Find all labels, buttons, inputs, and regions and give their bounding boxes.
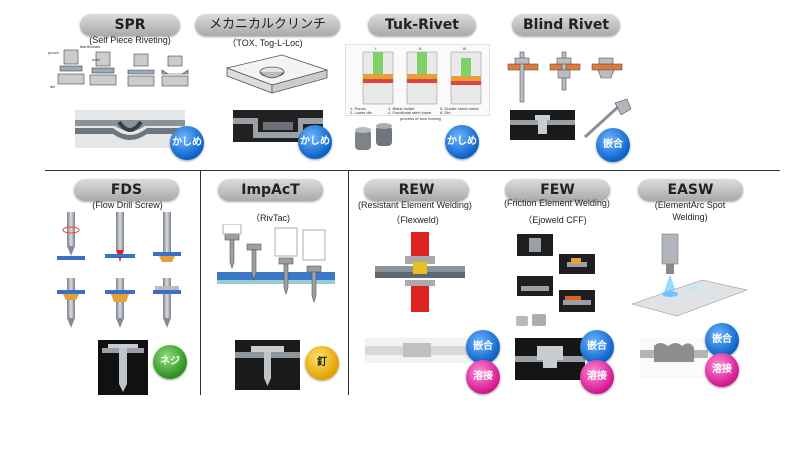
tuk-rivet-badge-kashime: かしめ [445, 125, 479, 159]
few-title: FEW [505, 179, 610, 201]
tuk-rivet-legend-3: 3. Blank holder [388, 106, 415, 111]
spr-label-punch: punch [48, 50, 59, 55]
spr-label-blankholder: blankholder [80, 44, 101, 49]
tuk-rivet-parts-photo [355, 123, 392, 150]
blind-rivet-cross-section-photo [510, 110, 575, 140]
spr-cross-section-photo [75, 110, 185, 148]
spr-subtitle: (Self Piece Riveting) [89, 35, 171, 45]
spr-process-figure [57, 49, 189, 87]
few-process-figure [517, 234, 595, 312]
impact-subtitle: （RivTac) [250, 213, 290, 223]
blind-rivet-badge-kangou: 嵌合 [596, 128, 630, 162]
tuk-rivet-legend-2: 2. Lower die [350, 110, 372, 115]
fds-cross-section-photo [98, 340, 148, 395]
easw-badge-kangou: 嵌合 [705, 323, 739, 357]
few-cross-section-photo [515, 338, 585, 380]
tuk-rivet-caption: process of tuck riveting [400, 116, 441, 121]
tuk-rivet-step-1: I. [375, 46, 378, 51]
divider-fds-impact [200, 170, 201, 395]
fds-process-figure [57, 212, 181, 328]
few-subtitle: (Friction Element Welding) [504, 198, 610, 208]
impact-process-figure [217, 224, 335, 303]
blind-rivet-title: Blind Rivet [512, 14, 620, 36]
few-subtitle-2: （Ejoweld CFF) [523, 215, 587, 225]
few-badge-kangou: 嵌合 [580, 330, 614, 364]
clinch-badge-kashime: かしめ [298, 125, 332, 159]
tuk-rivet-step-2: II. [419, 46, 423, 51]
easw-subtitle-2: Welding) [672, 212, 708, 222]
fds-title: FDS [74, 179, 179, 201]
row-divider [45, 170, 780, 171]
spr-title: SPR [80, 14, 180, 36]
fds-badge-neji: ネジ [153, 345, 187, 379]
tuk-rivet-step-3: III. [463, 46, 468, 51]
tuk-rivet-title: Tuk-Rivet [368, 14, 476, 36]
tuk-rivet-legend-6: 6. Die [440, 110, 451, 115]
tuk-rivet-legend-5: 5. Ductile sheet metal [440, 106, 479, 111]
tuk-rivet-legend-1: 1. Punch [350, 106, 366, 111]
clinch-3d-figure [225, 54, 329, 94]
easw-subtitle: (ElementArc Spot [654, 200, 726, 210]
spr-label-die: die [50, 84, 56, 89]
spr-label-rivet: rivet [92, 57, 100, 62]
easw-process-figure [632, 233, 747, 317]
fds-subtitle: (Flow Drill Screw) [92, 200, 163, 210]
easw-title: EASW [638, 179, 743, 201]
clinch-title: メカニカルクリンチ [195, 14, 340, 36]
divider-impact-rew [348, 170, 349, 395]
clinch-subtitle: （TOX, Tog-L-Loc) [227, 38, 303, 48]
easw-cross-section-photo [640, 338, 708, 378]
few-badge-yousetsu: 溶接 [580, 360, 614, 394]
blind-rivet-process-figure [507, 51, 623, 103]
blind-rivet-photo [583, 98, 632, 139]
impact-badge-kugi: 釘 [305, 346, 339, 380]
easw-badge-yousetsu: 溶接 [705, 353, 739, 387]
spr-badge-kashime: かしめ [170, 126, 204, 160]
few-parts-photo [516, 314, 546, 326]
rew-badge-yousetsu: 溶接 [466, 360, 500, 394]
rew-cross-section-photo [365, 338, 470, 363]
impact-title: ImpAcT [218, 179, 323, 201]
rew-subtitle-2: （Flexweld) [391, 215, 439, 225]
tuk-rivet-legend-4: 4. Functional steel insert [388, 110, 432, 115]
rew-subtitle: (Resistant Element Welding) [358, 200, 472, 210]
rew-title: REW [364, 179, 469, 201]
tuk-rivet-process-figure [345, 44, 490, 116]
impact-cross-section-photo [235, 340, 300, 390]
rew-badge-kangou: 嵌合 [466, 330, 500, 364]
rew-process-figure [375, 232, 465, 312]
